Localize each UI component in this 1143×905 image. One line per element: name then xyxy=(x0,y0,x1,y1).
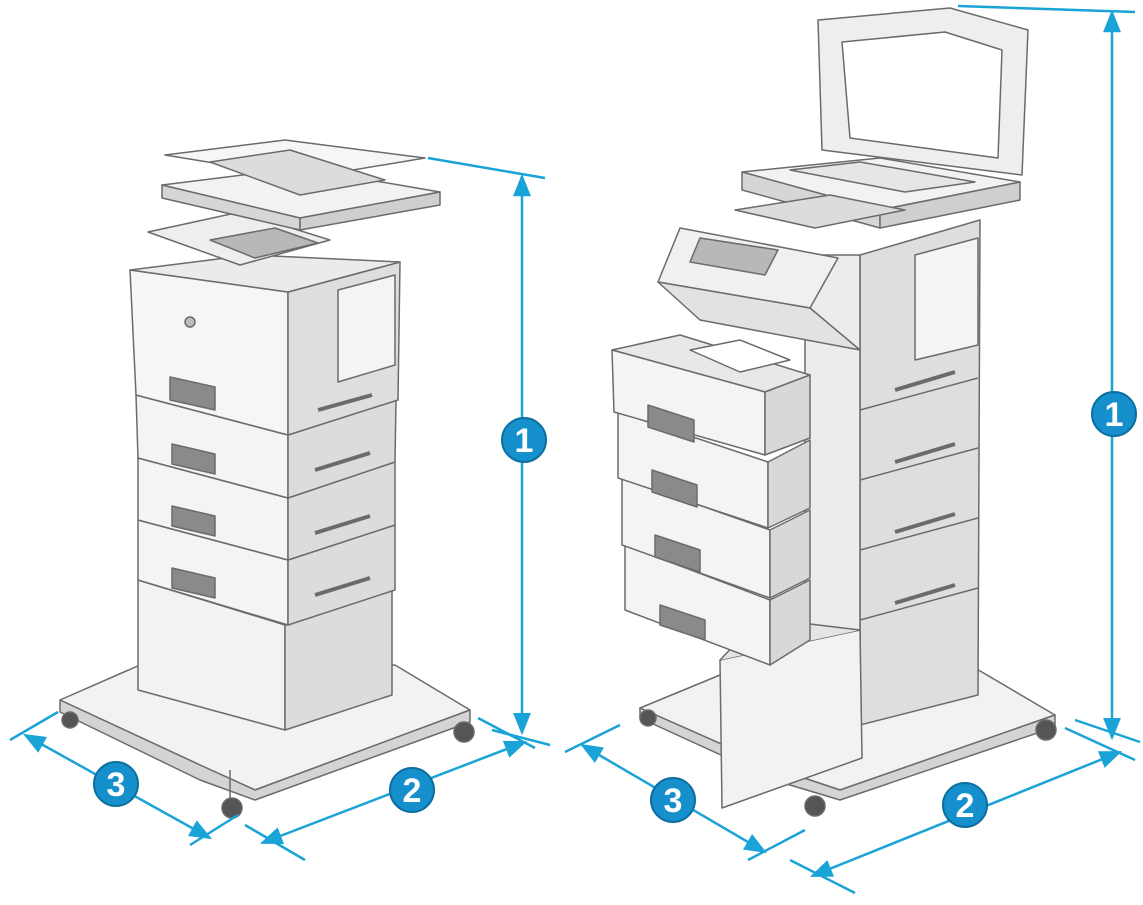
dim-height-extension-top xyxy=(427,156,546,180)
printer-open-tray xyxy=(611,334,811,456)
callout-width-label: 2 xyxy=(403,772,422,810)
callout-width: 2 xyxy=(389,767,435,813)
printer-open-scanner-lid xyxy=(817,7,1029,176)
printer-closed-tray xyxy=(137,519,396,626)
printer-closed xyxy=(59,139,475,819)
dim-width-extension-right xyxy=(1064,726,1136,762)
wheel xyxy=(61,711,79,729)
callout-width: 2 xyxy=(942,782,988,828)
callout-height-label: 1 xyxy=(515,422,534,460)
callout-depth: 3 xyxy=(650,777,696,823)
printer-open-tray xyxy=(624,544,811,666)
printer-closed-scanner xyxy=(161,139,441,231)
callout-depth: 3 xyxy=(93,761,139,807)
dim-height-extension-bottom xyxy=(491,728,551,747)
printer-closed-control-panel xyxy=(147,211,331,266)
dim-depth-extension-left xyxy=(9,710,59,742)
dim-width-extension-right xyxy=(477,716,536,750)
callout-depth-label: 3 xyxy=(664,782,683,820)
wheel xyxy=(453,721,475,743)
dim-width-extension-left xyxy=(789,858,856,895)
dim-height-extension-bottom xyxy=(1074,718,1141,744)
wheel xyxy=(804,795,826,817)
callout-height: 1 xyxy=(1091,391,1137,437)
printer-open-scanner-bed xyxy=(734,157,1021,229)
dim-depth-extension-right xyxy=(189,813,239,847)
wheel xyxy=(221,797,243,819)
callout-width-label: 2 xyxy=(956,787,975,825)
callout-depth-label: 3 xyxy=(107,766,126,804)
wheel xyxy=(639,709,657,727)
printer-closed-tray xyxy=(135,394,397,499)
callout-height-label: 1 xyxy=(1105,396,1124,434)
printer-closed-cabinet xyxy=(137,579,393,731)
printer-closed-tray xyxy=(137,457,396,561)
printer-open-tray xyxy=(617,411,811,529)
dim-depth-extension-left xyxy=(564,723,621,754)
printer-open-control-panel xyxy=(657,227,861,351)
callout-height: 1 xyxy=(501,417,547,463)
printer-open-body xyxy=(804,219,981,726)
dim-depth-extension-right xyxy=(747,828,806,862)
dim-height-extension-top xyxy=(957,4,1136,14)
printer-open xyxy=(611,7,1057,817)
wheel xyxy=(1035,719,1057,741)
printer-closed-body xyxy=(129,254,401,436)
